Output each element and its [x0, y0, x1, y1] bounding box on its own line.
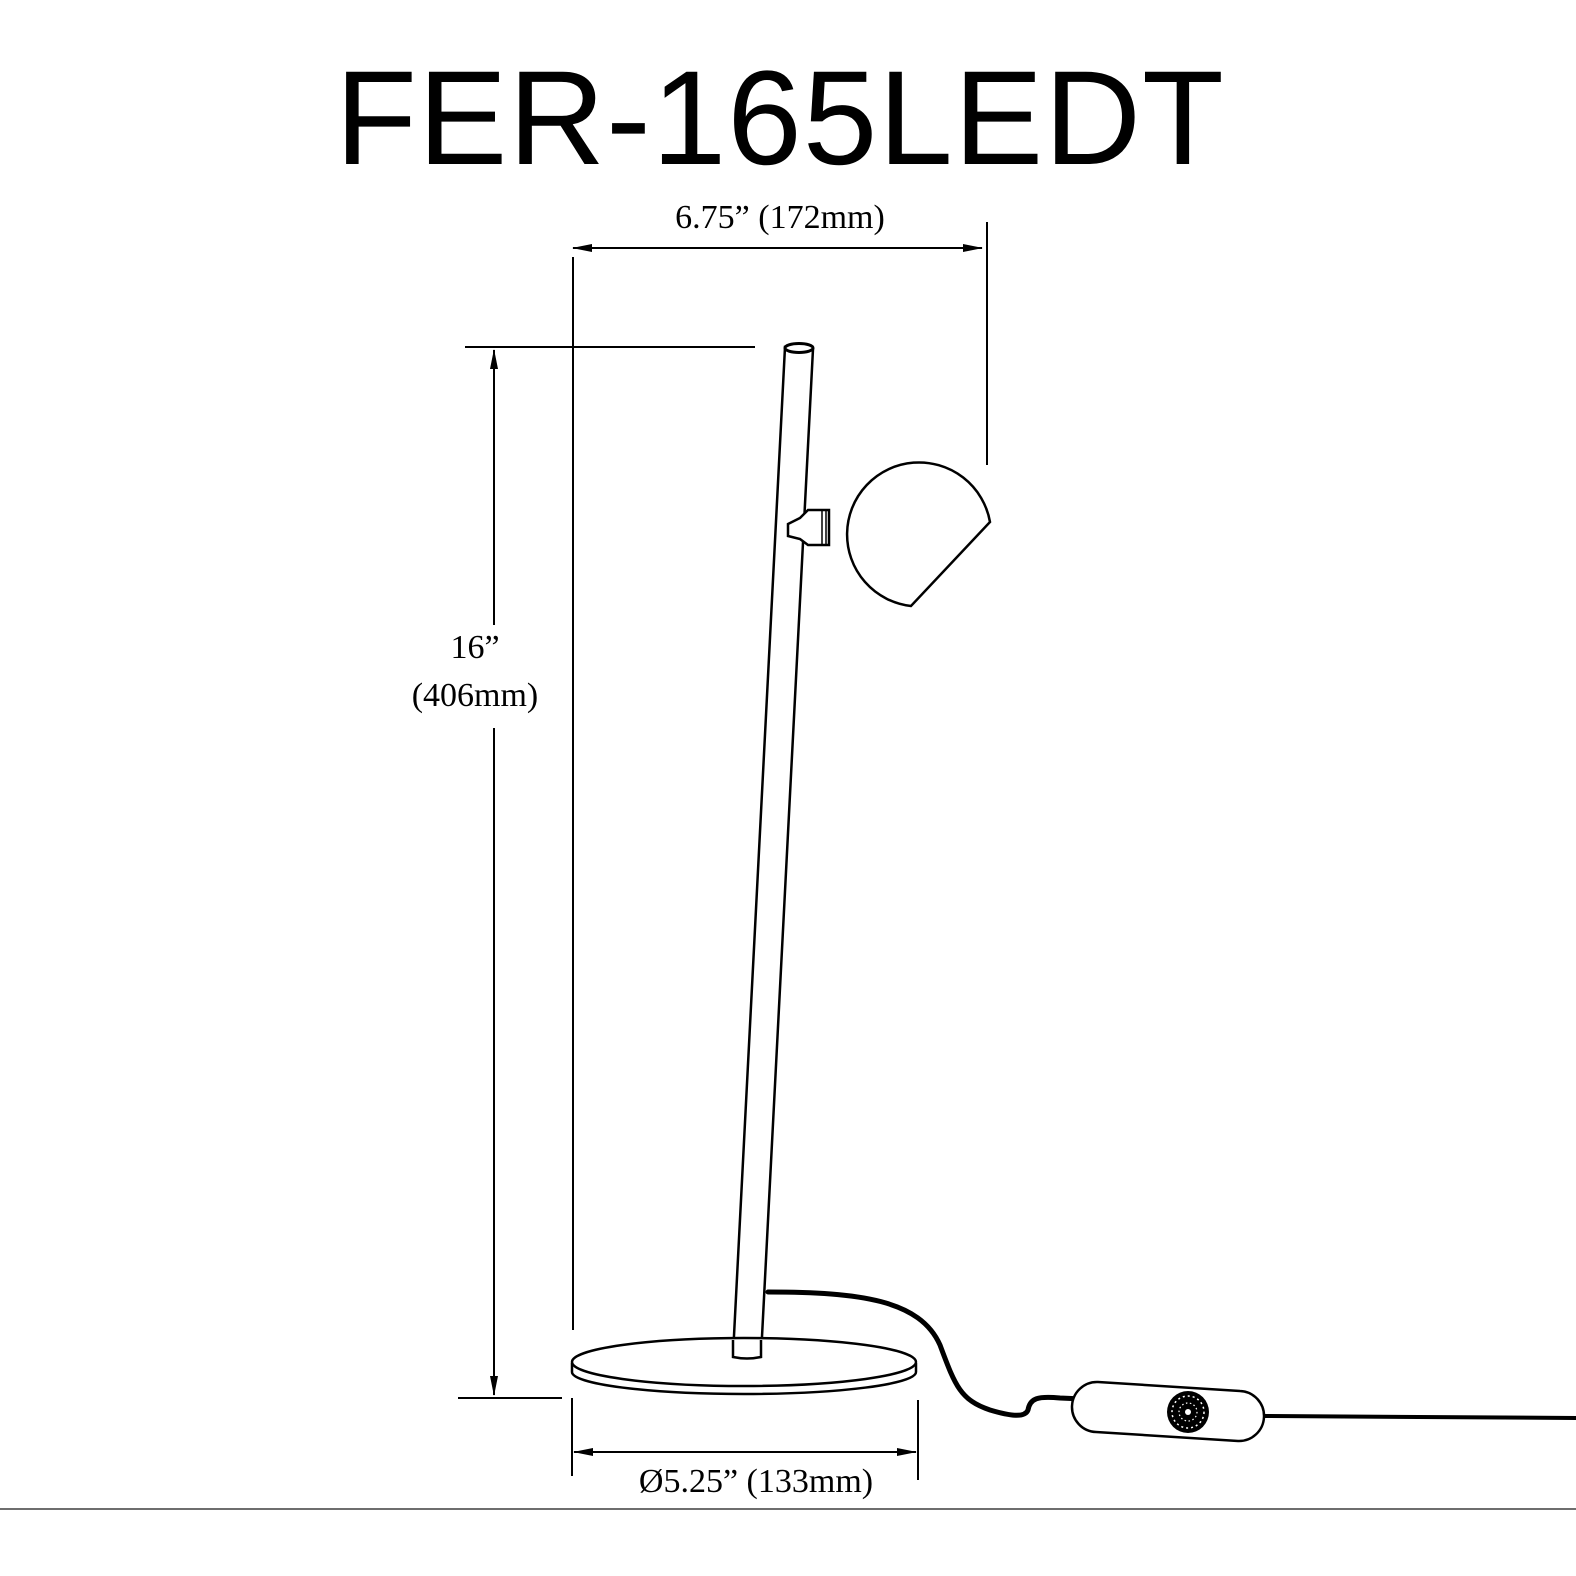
model-number-title: FER-165LEDT — [335, 44, 1225, 193]
inline-dimmer-switch — [1070, 1380, 1266, 1443]
dimmer-knob-icon — [1167, 1391, 1209, 1433]
lamp-base — [570, 1336, 918, 1396]
base-diameter-dimension-line — [571, 1398, 919, 1480]
lamp-pole — [731, 342, 815, 1358]
base-diameter-dimension-label: Ø5.25” (133mm) — [638, 1463, 874, 1500]
bottom-divider — [0, 1508, 1576, 1510]
height-dimension-label-mm: (406mm) — [411, 677, 539, 714]
height-dimension-line — [458, 346, 755, 1399]
height-dimension-label-inches: 16” — [450, 629, 500, 666]
width-dimension-label: 6.75” (172mm) — [675, 199, 885, 236]
lamp-head — [786, 461, 992, 608]
power-cord — [765, 1289, 1576, 1420]
width-dimension-line — [572, 222, 988, 1330]
